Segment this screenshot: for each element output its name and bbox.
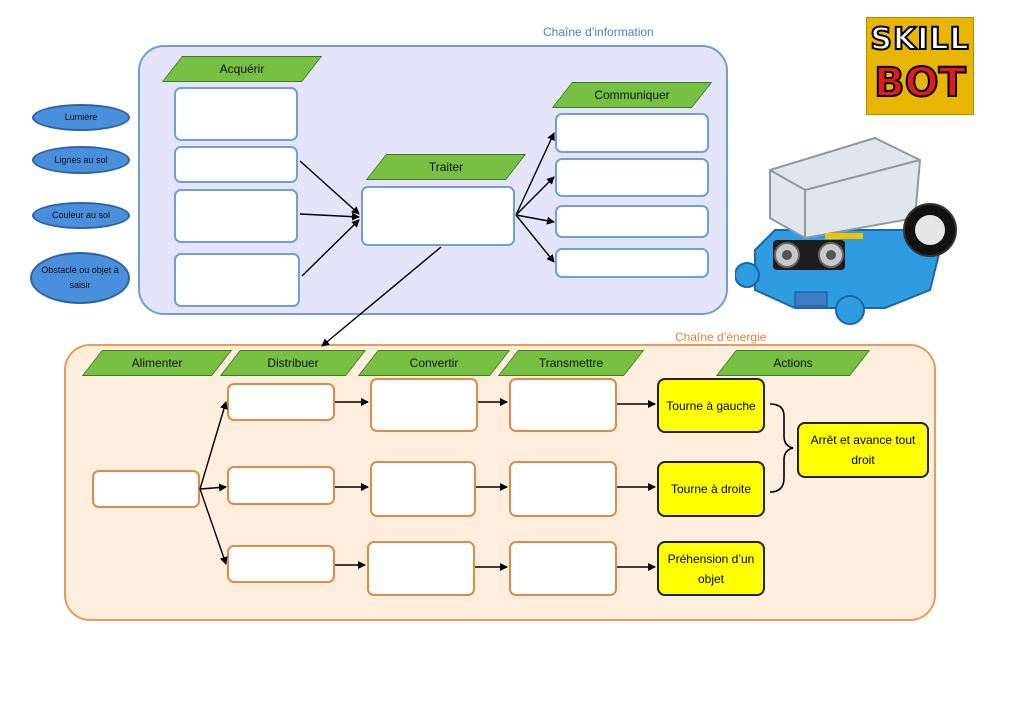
acquerir-box-1[interactable] (174, 87, 298, 141)
action-left-label: Tourne à gauche (666, 398, 756, 413)
alimenter-box[interactable] (92, 470, 200, 508)
communiquer-box-1[interactable] (555, 113, 709, 153)
function-label-transmettre: Transmettre (508, 350, 634, 376)
function-label-communiquer: Communiquer (562, 82, 702, 108)
action-box-combined: Arrêt et avance tout droit (797, 422, 929, 478)
transmettre-box-2[interactable] (509, 461, 617, 517)
communiquer-box-4[interactable] (555, 248, 709, 278)
function-label-convertir: Convertir (368, 350, 500, 376)
action-box-right: Tourne à droite (657, 461, 765, 517)
distribuer-box-3[interactable] (227, 545, 335, 583)
function-label-acquerir: Acquérir (172, 56, 312, 82)
transmettre-box-3[interactable] (509, 541, 617, 596)
acquerir-box-2[interactable] (174, 146, 298, 183)
robot-illustration (735, 136, 957, 325)
acquerir-box-4[interactable] (174, 253, 300, 307)
sensor-oval-lignes: Lignes au sol (32, 146, 130, 174)
communiquer-box-3[interactable] (555, 205, 709, 238)
sensor-oval-obstacle: Obstacle ou objet à saisir (30, 252, 130, 304)
action-box-grab: Préhension d’un objet (657, 541, 765, 596)
convertir-box-3[interactable] (367, 541, 475, 596)
logo-line1: SKILL (869, 21, 970, 58)
distribuer-box-2[interactable] (227, 466, 335, 505)
sensor-oval-couleur: Couleur au sol (32, 202, 130, 229)
distribuer-box-1[interactable] (227, 383, 335, 421)
info-chain-title: Chaîne d’information (543, 25, 654, 39)
communiquer-box-2[interactable] (555, 158, 709, 197)
function-label-distribuer: Distribuer (230, 350, 356, 376)
function-label-traiter: Traiter (376, 154, 516, 180)
acquerir-box-3[interactable] (174, 189, 298, 243)
convertir-box-2[interactable] (370, 461, 476, 517)
sensor-oval-lumiere: Lumière (32, 104, 130, 131)
energy-chain-title: Chaîne d’énergie (675, 330, 767, 344)
action-combined-label: Arrêt et avance tout droit (810, 433, 916, 467)
action-box-left: Tourne à gauche (657, 378, 765, 433)
function-label-actions: Actions (726, 350, 860, 376)
skillbot-logo: SKILL BOT (866, 17, 974, 115)
action-right-label: Tourne à droite (670, 482, 752, 496)
transmettre-box-1[interactable] (509, 378, 617, 432)
function-label-alimenter: Alimenter (92, 350, 222, 376)
convertir-box-1[interactable] (370, 378, 478, 432)
traiter-box[interactable] (361, 186, 515, 246)
action-grab-label: Préhension d’un objet (667, 551, 755, 586)
logo-line2: BOT (873, 59, 967, 107)
